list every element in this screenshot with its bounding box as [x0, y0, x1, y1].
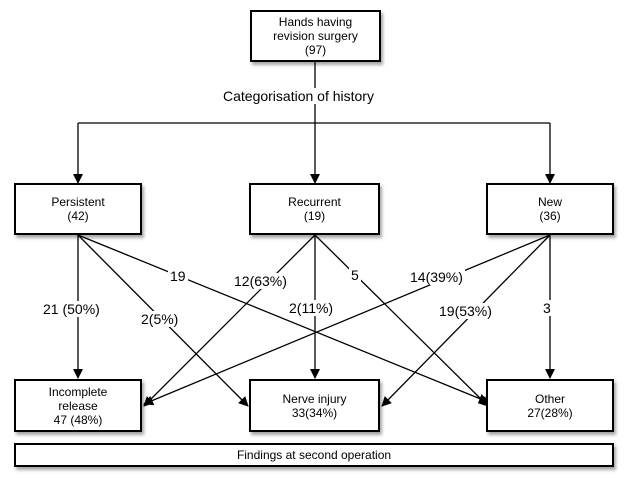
nerve-line2: 33(34%) — [291, 405, 338, 420]
new-label: New — [537, 195, 562, 209]
edge-new-incomplete — [143, 234, 551, 406]
recurrent-label: Recurrent — [288, 195, 341, 209]
other-node: Other 27(28%) — [486, 379, 614, 432]
root-node: Hands having revision surgery (97) — [250, 10, 381, 62]
label-new-other: 3 — [541, 300, 553, 316]
label-recurrent-incomplete: 12(63%) — [232, 273, 289, 289]
incomplete-line1: Incomplete — [48, 384, 108, 399]
persistent-label: Persistent — [51, 195, 105, 209]
label-recurrent-nerve: 2(11%) — [287, 300, 336, 316]
incomplete-line2: release — [58, 398, 98, 413]
findings-label: Findings at second operation — [236, 448, 392, 462]
label-new-nerve: 19(53%) — [437, 303, 494, 319]
findings-banner: Findings at second operation — [14, 443, 614, 467]
root-line1: Hands having — [278, 15, 353, 29]
other-line1: Other — [534, 391, 565, 406]
recurrent-count: (19) — [303, 209, 326, 223]
categorisation-label: Categorisation of history — [220, 88, 377, 104]
label-persistent-nerve: 2(5%) — [139, 311, 181, 327]
recurrent-node: Recurrent (19) — [249, 183, 380, 235]
root-line3: (97) — [304, 43, 327, 57]
edge-persistent-other — [77, 234, 489, 404]
other-line2: 27(28%) — [527, 405, 573, 420]
new-count: (36) — [539, 209, 561, 223]
incomplete-node: Incomplete release 47 (48%) — [14, 379, 142, 432]
nerve-node: Nerve injury 33(34%) — [249, 379, 380, 432]
edge-recurrent-incomplete — [143, 234, 316, 407]
label-recurrent-other: 5 — [349, 267, 361, 283]
nerve-line1: Nerve injury — [282, 391, 347, 406]
persistent-count: (42) — [67, 209, 89, 223]
new-node: New (36) — [486, 183, 614, 235]
edge-new-nerve — [381, 234, 551, 407]
label-new-incomplete: 14(39%) — [408, 269, 465, 285]
label-persistent-other: 19 — [168, 268, 188, 284]
label-persistent-incomplete: 21 (50%) — [41, 301, 102, 317]
root-line2: revision surgery — [273, 29, 358, 43]
persistent-node: Persistent (42) — [14, 183, 142, 235]
edge-recurrent-other — [314, 234, 489, 407]
incomplete-line3: 47 (48%) — [53, 412, 103, 427]
